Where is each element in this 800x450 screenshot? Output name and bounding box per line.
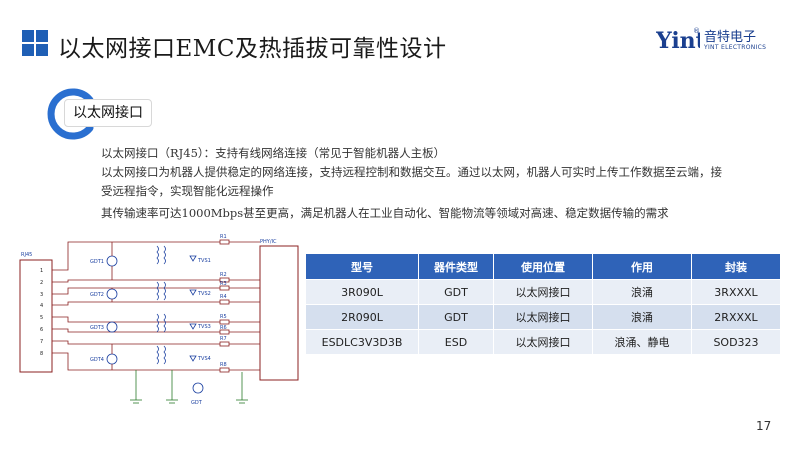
bottom-gdt: [192, 382, 204, 394]
svg-text:GDT2: GDT2: [90, 292, 104, 298]
gdt-array: GDT1 GDT2 GDT3 GDT4: [90, 242, 118, 370]
svg-text:2: 2: [40, 280, 43, 286]
table-row: 3R090L GDT 以太网接口 浪涌 3RXXXL: [305, 279, 781, 305]
svg-text:Yint: Yint: [656, 28, 700, 54]
cell-function: 浪涌: [592, 279, 692, 305]
cell-package: SOD323: [691, 329, 781, 355]
cell-model: ESDLC3V3D3B: [305, 329, 419, 355]
col-location: 使用位置: [493, 253, 593, 280]
svg-text:R2: R2: [220, 272, 227, 278]
cell-package: 2RXXXL: [691, 304, 781, 330]
cell-model: 3R090L: [305, 279, 419, 305]
logo-chinese-name: 音特电子: [704, 30, 757, 45]
yint-logo-mark: Yint ®: [656, 27, 700, 54]
rj45-pin-numbers: 1 2 3 4 5 6 7 8: [40, 268, 43, 357]
phy-label: PHY/IC: [260, 239, 277, 245]
section-c-ring-icon: [47, 88, 94, 140]
svg-text:GDT4: GDT4: [90, 357, 104, 363]
svg-text:5: 5: [40, 315, 43, 321]
page-title: 以太网接口EMC及热插拔可靠性设计: [58, 36, 447, 62]
section-label: 以太网接口: [64, 99, 152, 127]
svg-text:R3: R3: [220, 281, 227, 287]
cell-type: GDT: [418, 279, 494, 305]
table-row: ESDLC3V3D3B ESD 以太网接口 浪涌、静电 SOD323: [305, 329, 781, 355]
cell-type: ESD: [418, 329, 494, 355]
ethernet-protection-schematic: RJ45 1 2 3 4 5 6 7 8 PHY/IC: [19, 234, 299, 406]
body-line-4: 其传输速率可达1000Mbps甚至更高，满足机器人在工业自动化、智能物流等领域对…: [101, 206, 669, 220]
cell-function: 浪涌、静电: [592, 329, 692, 355]
cell-location: 以太网接口: [493, 329, 593, 355]
svg-text:R4: R4: [220, 294, 227, 300]
rj45-connector: [19, 259, 53, 373]
signal-wires: [52, 241, 260, 371]
rj45-label: RJ45: [21, 252, 32, 258]
cell-location: 以太网接口: [493, 304, 593, 330]
cell-package: 3RXXXL: [691, 279, 781, 305]
tvs-array: TVS1 TVS2 TVS3 TVS4: [189, 255, 211, 362]
company-logo: Yint ® 音特电子 YINT ELECTRONICS: [656, 22, 776, 62]
logo-english-name: YINT ELECTRONICS: [704, 44, 767, 51]
svg-text:4: 4: [40, 303, 43, 309]
component-table: 型号 器件类型 使用位置 作用 封装 3R090L GDT 以太网接口 浪涌 3…: [305, 253, 781, 355]
table-row: 2R090L GDT 以太网接口 浪涌 2RXXXL: [305, 304, 781, 330]
svg-text:R7: R7: [220, 336, 227, 342]
col-package: 封装: [691, 253, 781, 280]
page-number: 17: [756, 419, 772, 433]
svg-text:6: 6: [40, 327, 43, 333]
body-line-3: 受远程指令，实现智能化远程操作: [101, 184, 274, 198]
transformer-array: [156, 245, 166, 365]
svg-text:3: 3: [40, 292, 43, 298]
svg-text:R1: R1: [220, 234, 227, 240]
col-type: 器件类型: [418, 253, 494, 280]
svg-text:TVS2: TVS2: [197, 291, 211, 297]
body-line-2: 以太网接口为机器人提供稳定的网络连接，支持远程控制和数据交互。通过以太网，机器人…: [101, 165, 722, 179]
svg-text:7: 7: [40, 339, 43, 345]
cell-model: 2R090L: [305, 304, 419, 330]
svg-text:GDT1: GDT1: [90, 259, 104, 265]
svg-text:TVS1: TVS1: [197, 258, 211, 264]
cell-function: 浪涌: [592, 304, 692, 330]
col-model: 型号: [305, 253, 419, 280]
svg-text:®: ®: [693, 27, 700, 35]
svg-text:TVS3: TVS3: [197, 324, 211, 330]
svg-text:R5: R5: [220, 314, 227, 320]
svg-text:1: 1: [40, 268, 43, 274]
cell-type: GDT: [418, 304, 494, 330]
svg-text:R8: R8: [220, 362, 227, 368]
resistor-array: R1 R2 R3 R4 R5 R6 R7 R8: [219, 234, 230, 373]
col-function: 作用: [592, 253, 692, 280]
svg-text:8: 8: [40, 351, 43, 357]
ground-symbols: [130, 370, 248, 404]
body-line-1: 以太网接口（RJ45）：支持有线网络连接（常见于智能机器人主板）: [101, 146, 446, 160]
title-grid-icon: [22, 30, 48, 56]
table-header-row: 型号 器件类型 使用位置 作用 封装: [305, 253, 781, 280]
phy-block: [259, 245, 299, 381]
svg-text:TVS4: TVS4: [197, 356, 211, 362]
cell-location: 以太网接口: [493, 279, 593, 305]
svg-text:R6: R6: [220, 325, 227, 331]
bottom-gdt-label: GDT: [191, 400, 203, 406]
svg-text:GDT3: GDT3: [90, 325, 104, 331]
